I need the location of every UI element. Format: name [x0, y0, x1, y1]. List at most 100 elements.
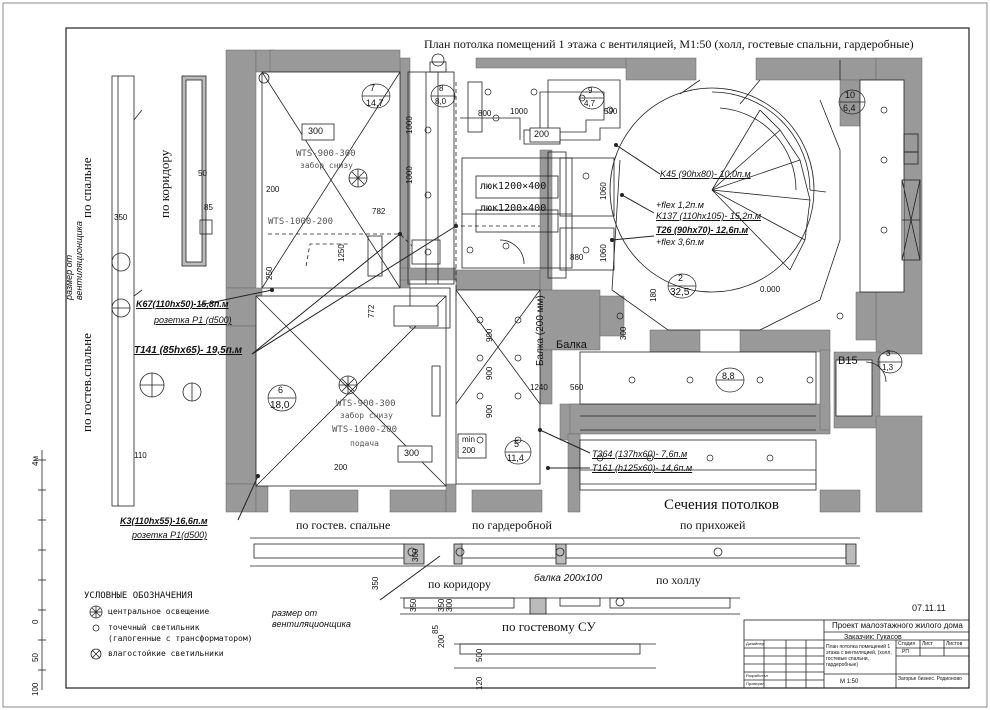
section-dim-200: 200 [437, 634, 446, 648]
hatch-1: люк1200×400 [480, 181, 547, 192]
room-4-area: 8,8 [722, 371, 735, 381]
tb-role-checker: Проверил [746, 681, 765, 686]
label-to-corridor: по коридору [157, 149, 172, 218]
legend-item-moisture: влагостойкие светильники [108, 649, 224, 658]
section-dim-350-a: 350 [371, 576, 380, 590]
section-dim-300-b: 300 [445, 598, 454, 612]
tb-sheets-header: Листов [946, 641, 963, 647]
section-hallway: по прихожей [680, 518, 746, 532]
room-10-area: 6,4 [843, 103, 856, 113]
section-dim-350-c: 350 [437, 598, 446, 612]
room-5-area: 11,4 [507, 453, 524, 463]
duct-k3: K3(110hx55)-16,6п.м [120, 516, 208, 526]
dim-782: 782 [372, 207, 386, 216]
leader-dots [256, 143, 624, 478]
drawing-title: План потолка помещений 1 этажа с вентиля… [424, 37, 914, 51]
section-dim-500: 500 [475, 648, 484, 662]
socket-p1-bot: розетка P1(d500) [132, 530, 208, 540]
scale-tick-100: 100 [31, 682, 40, 696]
room-7-number: 7 [370, 83, 376, 93]
beam-height-label: Балка (200 мм) [535, 295, 546, 366]
hatch-2: люк1200×400 [480, 203, 547, 214]
dim-110: 110 [134, 451, 147, 460]
tb-project: Проект малоэтажного жилого дома [832, 621, 963, 630]
scale-tick-0: 0 [31, 619, 40, 624]
section-dim-300-a: 300 [411, 548, 420, 562]
sections-heading: Сечения потолков [664, 497, 779, 513]
ducts [268, 82, 540, 300]
room-10-number: 10 [845, 90, 856, 100]
dim-900-b: 900 [485, 366, 494, 380]
room-8-number: 8 [439, 84, 444, 93]
legend-icons [89, 605, 103, 660]
room-9-area: 4,7 [584, 99, 596, 108]
dim-1000-b: 1000 [405, 166, 414, 184]
title-block [743, 619, 970, 689]
scale-tick-50: 50 [31, 653, 40, 662]
dim-900-c: 900 [485, 404, 494, 418]
wts-900-top: WTS-900-300 [296, 149, 356, 159]
duct-t26: T26 (90hx70)- 12,6п.м [656, 225, 749, 235]
section-beam: балка 200x100 [534, 573, 603, 584]
min-value: 200 [462, 446, 476, 455]
dim-560: 560 [570, 383, 584, 392]
room-7-area: 14,7 [366, 98, 384, 108]
duct-k137: K137 (110hx105)- 15,2п.м [656, 211, 762, 221]
leader-lines [199, 144, 661, 601]
unit-300-bot: 300 [404, 448, 420, 458]
label-vent-distance: размер от вентиляционщика [64, 221, 84, 300]
dim-880: 880 [570, 253, 584, 262]
tb-client: Заказчик: Гукасов [844, 634, 902, 641]
dim-350: 350 [114, 213, 128, 222]
section-dim-350-b: 350 [409, 598, 418, 612]
duct-t161: T161 (h125x60)- 14,6п.м [592, 463, 693, 473]
room-6-area: 18,0 [270, 400, 290, 411]
tb-sheet-title: План потолка помещений 1 этажа с вентиля… [826, 644, 892, 668]
wts-1000-top: WTS-1000-200 [268, 217, 334, 227]
dim-1240: 1240 [530, 383, 548, 392]
section-dim-85: 85 [431, 625, 440, 634]
wts-1000-bot: WTS-1000-200 [332, 425, 398, 435]
duct-flex-2: +flex 3,6п.м [656, 237, 704, 247]
section-vent-note: размер от вентиляционщика [272, 608, 351, 629]
intake-bot: забор снизу [340, 411, 393, 420]
label-to-guest-bedroom: по гостев.спальне [79, 333, 94, 432]
wts-900-bot: WTS-900-300 [336, 399, 396, 409]
scale-unit: 4м [31, 456, 40, 466]
tb-role-developer: Разработал [746, 673, 768, 678]
tb-stage-header: Стадия [898, 641, 916, 647]
tb-role-designer: Дизайнер [746, 641, 764, 646]
tb-date: 07.11.11 [912, 603, 946, 613]
legend-heading: УСЛОВНЫЕ ОБОЗНАЧЕНИЯ [84, 591, 193, 601]
room-3-area: 1,3 [882, 363, 894, 372]
section-corridor: по коридору [428, 577, 492, 591]
section-wardrobe: по гардеробной [472, 518, 552, 532]
tb-sheet-header: Лист [922, 641, 933, 647]
room-2-area: 32,5 [670, 287, 690, 298]
dim-1060-b: 1060 [599, 244, 608, 262]
duct-t364: T364 (137hx60)- 7,6п.м [592, 449, 688, 459]
dim-1000-c: 1000 [510, 107, 528, 116]
dim-300: 300 [619, 326, 628, 340]
tb-scale: М 1:50 [840, 679, 859, 685]
section-hall: по холлу [656, 573, 701, 587]
dim-50: 50 [198, 169, 207, 178]
dim-800: 800 [478, 109, 492, 118]
level-mark: 0.000 [760, 285, 781, 294]
equipment-boxes [301, 123, 561, 463]
dim-200: 200 [266, 185, 280, 194]
section-guest-wc: по гостевому СУ [502, 619, 596, 634]
legend-item-central: центральное освещение [108, 607, 210, 616]
room-2-number: 2 [678, 273, 684, 283]
label-to-bedroom: по спальне [79, 157, 94, 218]
dim-1060-a: 1060 [599, 182, 608, 200]
tb-stage: РП [902, 649, 909, 655]
duct-k45: K45 (90hx80)- 10,0п.м [660, 169, 751, 179]
dim-772: 772 [367, 304, 376, 318]
dim-900-a: 900 [485, 328, 494, 342]
sections [250, 537, 860, 669]
room-tags [267, 83, 903, 465]
